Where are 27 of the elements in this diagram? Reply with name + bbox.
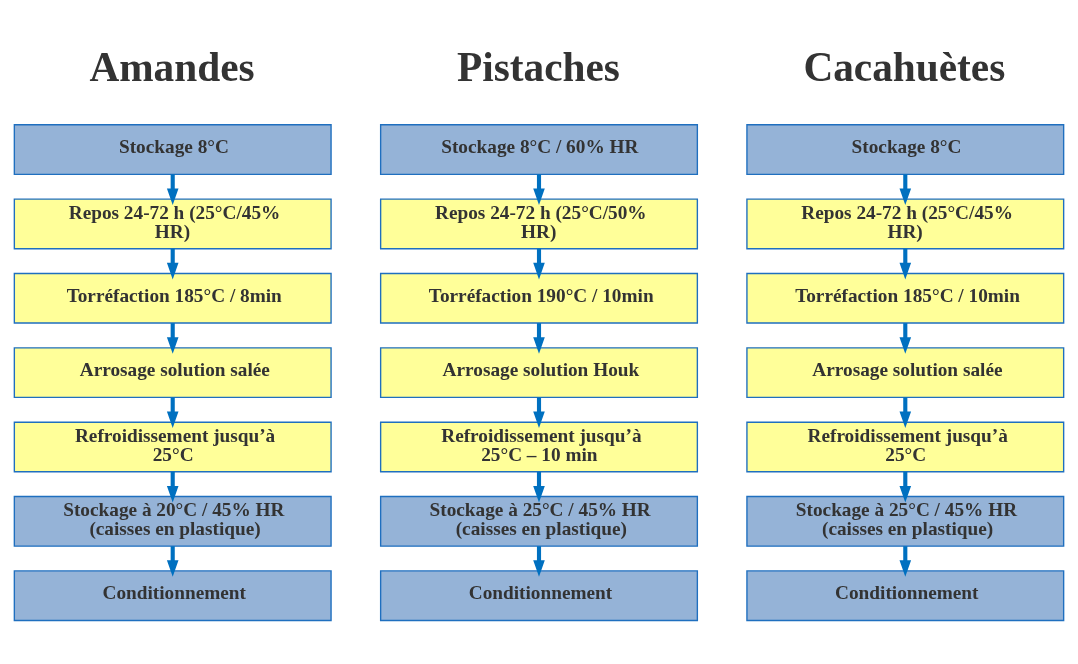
node-box: Torréfaction 185°C / 8min — [13, 272, 332, 324]
arrow — [533, 397, 545, 429]
label: Cacahuètes — [803, 43, 1006, 90]
node-box: Repos 24-72 h (25°C/45% HR) — [746, 198, 1065, 250]
arrow — [899, 397, 912, 429]
node-box: Repos 24-72 h (25°C/45% HR) — [13, 198, 332, 250]
node-box: Torréfaction 190°C / 10min — [379, 272, 699, 324]
label: Amandes — [89, 43, 255, 90]
node-box: Conditionnement — [379, 570, 699, 622]
node-box: Conditionnement — [746, 570, 1065, 622]
label: Pistaches — [457, 43, 620, 90]
node-box: Arrosage solution Houk — [379, 347, 699, 399]
node-box: Stockage à 20°C / 45% HR (caisses en plastique) — [13, 495, 332, 547]
node-box: Stockage 8°C — [746, 124, 1065, 175]
arrow — [166, 397, 179, 429]
node-box: Arrosage solution salée — [13, 347, 332, 399]
node-box: Arrosage solution salée — [746, 347, 1065, 399]
node-box: Stockage à 25°C / 45% HR (caisses en plastique) — [379, 495, 699, 547]
node-box: Stockage 8°C — [13, 124, 332, 175]
node-box: Refroidissement jusqu’à 25°C — [13, 421, 332, 473]
node-box: Torréfaction 185°C / 10min — [746, 272, 1065, 324]
node-box: Stockage 8°C / 60% HR — [379, 124, 699, 175]
node-box: Refroidissement jusqu’à 25°C – 10 min — [379, 421, 699, 473]
node-box: Stockage à 25°C / 45% HR (caisses en plastique) — [746, 495, 1065, 547]
node-box: Refroidissement jusqu’à 25°C — [746, 421, 1065, 473]
node-box: Repos 24-72 h (25°C/50% HR) — [379, 198, 699, 250]
node-box: Conditionnement — [13, 570, 332, 622]
